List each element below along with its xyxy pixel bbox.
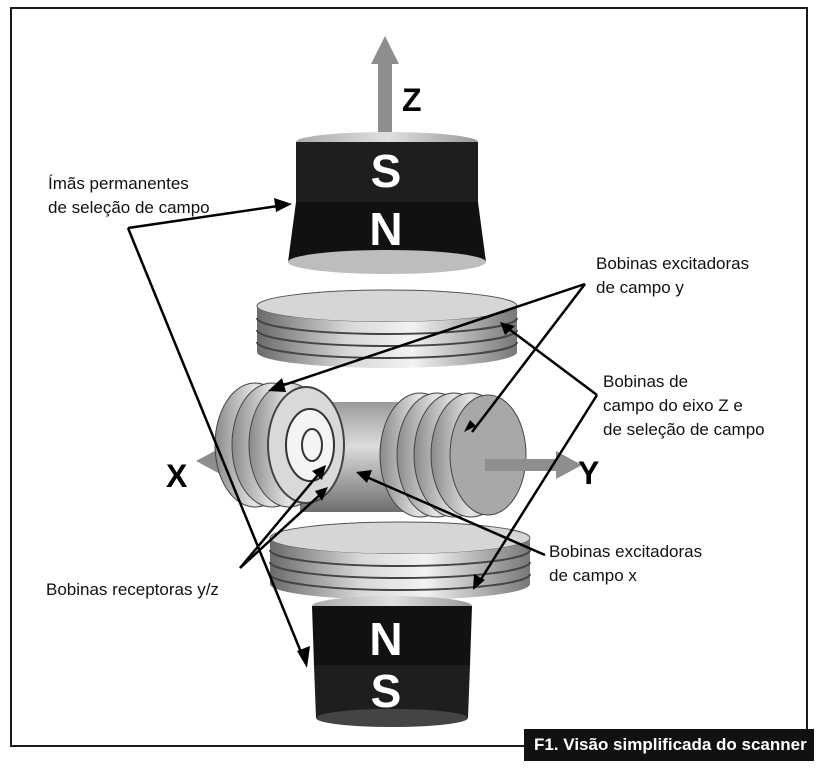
- bottom-magnet-n-pole: N: [369, 613, 403, 665]
- x-axis-label: X: [166, 458, 188, 494]
- bottom-magnet: [312, 596, 472, 727]
- left-coil: [214, 382, 345, 508]
- bottom-magnet-s-pole: S: [370, 665, 402, 717]
- z-axis-label: Z: [402, 82, 422, 118]
- arrow-heads: [268, 198, 515, 668]
- lower-ring-coil: [269, 521, 531, 600]
- label-z-coils-line1: Bobinas de: [603, 372, 689, 391]
- label-magnets-line1: Ímãs permanentes: [48, 174, 189, 193]
- top-magnet-n-pole: N: [369, 203, 403, 255]
- label-y-exciter-line1: Bobinas excitadoras: [596, 254, 750, 273]
- label-x-exciter-line2: de campo x: [549, 566, 637, 585]
- z-axis-arrow: [371, 36, 399, 142]
- right-coil: [379, 392, 527, 518]
- label-x-exciter-line1: Bobinas excitadoras: [549, 542, 703, 561]
- figure-frame: [10, 7, 808, 747]
- label-z-coils-line3: de seleção de campo: [603, 420, 765, 439]
- top-magnet: [288, 132, 486, 274]
- label-z-coils: Bobinas de campo do eixo Z e de seleção …: [603, 370, 765, 442]
- label-x-exciter: Bobinas excitadoras de campo x: [549, 540, 702, 588]
- label-magnets-line2: de seleção de campo: [48, 198, 210, 217]
- label-receivers: Bobinas receptoras y/z: [46, 580, 219, 599]
- label-y-exciter: Bobinas excitadoras de campo y: [596, 252, 749, 300]
- y-axis-label: Y: [578, 455, 600, 491]
- y-axis-arrow: [485, 451, 582, 479]
- label-y-exciter-line2: de campo y: [596, 278, 684, 297]
- label-magnets: Ímãs permanentes de seleção de campo: [48, 172, 210, 220]
- top-magnet-s-pole: S: [370, 145, 402, 197]
- label-z-coils-line2: campo do eixo Z e: [603, 396, 743, 415]
- leader-lines: [126, 203, 599, 663]
- figure-caption: F1. Visão simplificada do scanner: [524, 729, 814, 761]
- upper-ring-coil: [256, 289, 518, 368]
